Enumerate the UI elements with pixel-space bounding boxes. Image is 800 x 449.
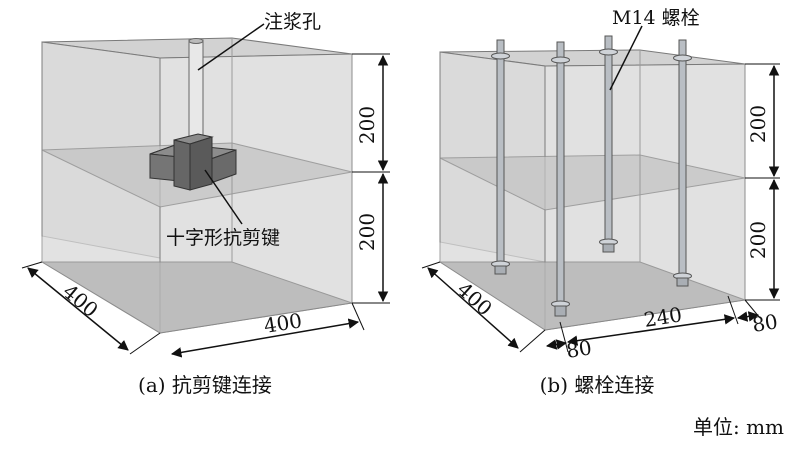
bolt-leader: [609, 25, 643, 91]
bolt-front-right: [673, 39, 692, 287]
caption-b: (b) 螺栓连接: [540, 373, 655, 397]
dims-b-bottom: [421, 261, 761, 353]
dims-a-vertical: [352, 53, 390, 304]
cross-shear-key-shape: [149, 133, 237, 191]
dim-b-height-bottom: 200: [746, 221, 770, 259]
dim-b-width-right: 80: [750, 309, 779, 337]
shear-key-leader: [204, 169, 243, 225]
dims-b-vertical: [745, 63, 780, 301]
grout-hole-leader: [197, 23, 265, 71]
block-a: [40, 37, 353, 334]
dim-b-height-top: 200: [746, 105, 770, 143]
block-b: [438, 49, 746, 331]
bolt-front-left: [551, 41, 570, 317]
dim-a-height-top: 200: [355, 106, 379, 144]
caption-a: (a) 抗剪键连接: [138, 373, 272, 397]
dim-b-width-left: 80: [564, 335, 593, 363]
bolt-back-right: [599, 35, 618, 253]
dims-a-bottom: [21, 261, 365, 358]
unit-note: 单位: mm: [693, 415, 784, 439]
bolt-label: M14 螺栓: [612, 7, 700, 29]
dim-b-width-mid: 240: [642, 302, 683, 332]
grout-hole-label: 注浆孔: [264, 11, 321, 33]
dim-a-height-bottom: 200: [355, 213, 379, 251]
dim-a-width: 400: [262, 308, 303, 338]
shear-key-label: 十字形抗剪键: [166, 227, 280, 249]
